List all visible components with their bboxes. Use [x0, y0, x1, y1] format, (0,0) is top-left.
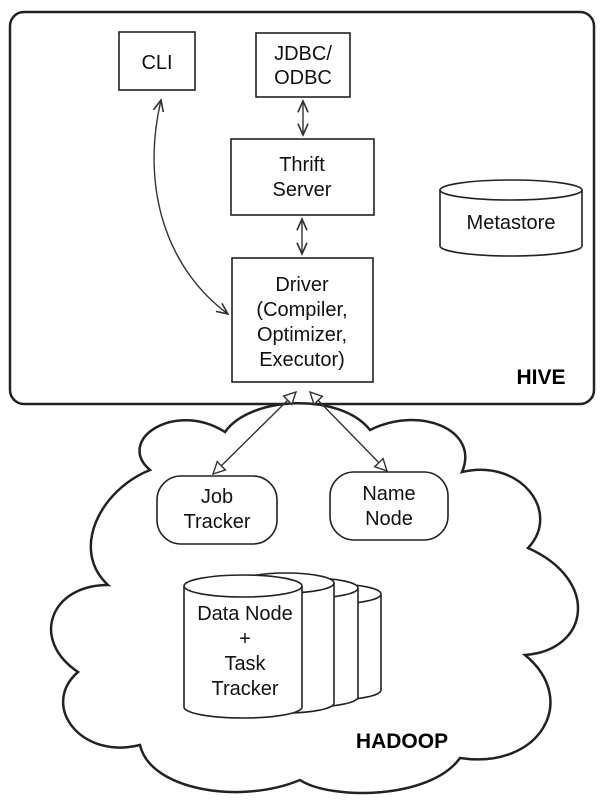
- job-tracker-label-line2: Tracker: [183, 511, 250, 533]
- cli-box: CLI: [118, 31, 196, 91]
- thrift-label-line2: Server: [273, 179, 332, 201]
- hadoop-title: HADOOP: [356, 730, 448, 753]
- name-node-box: Name Node: [329, 471, 449, 541]
- name-node-label-line2: Node: [365, 508, 413, 530]
- job-tracker-box: Job Tracker: [156, 475, 278, 545]
- driver-jobtracker-connector: [213, 392, 296, 474]
- hive-title: HIVE: [516, 366, 565, 389]
- data-node-label-line2: +: [239, 628, 251, 650]
- driver-label-line3: Optimizer,: [257, 324, 347, 346]
- driver-label-line1: Driver: [275, 274, 329, 296]
- driver-namenode-connector: [310, 392, 387, 471]
- data-node-stack: Data Node + Task Tracker: [183, 572, 382, 719]
- metastore-label: Metastore: [467, 212, 556, 234]
- jdbc-odbc-box: JDBC/ ODBC: [255, 32, 351, 98]
- metastore-cylinder: Metastore: [439, 179, 583, 257]
- thrift-server-box: Thrift Server: [230, 138, 375, 216]
- job-tracker-label-line1: Job: [201, 486, 233, 508]
- cli-driver-connector: [154, 100, 228, 314]
- driver-box: Driver (Compiler, Optimizer, Executor): [231, 257, 374, 383]
- data-node-label-line1: Data Node: [197, 603, 293, 625]
- jdbc-label: JDBC/: [274, 43, 332, 65]
- cli-label: CLI: [141, 52, 172, 74]
- data-node-label-line4: Tracker: [211, 678, 278, 700]
- data-node-cylinder-1: Data Node + Task Tracker: [183, 574, 303, 719]
- data-node-label-line3: Task: [224, 653, 266, 675]
- name-node-label-line1: Name: [362, 483, 415, 505]
- driver-label-line4: Executor): [259, 349, 345, 371]
- thrift-label-line1: Thrift: [279, 154, 325, 176]
- driver-label-line2: (Compiler,: [256, 299, 347, 321]
- odbc-label: ODBC: [274, 67, 332, 89]
